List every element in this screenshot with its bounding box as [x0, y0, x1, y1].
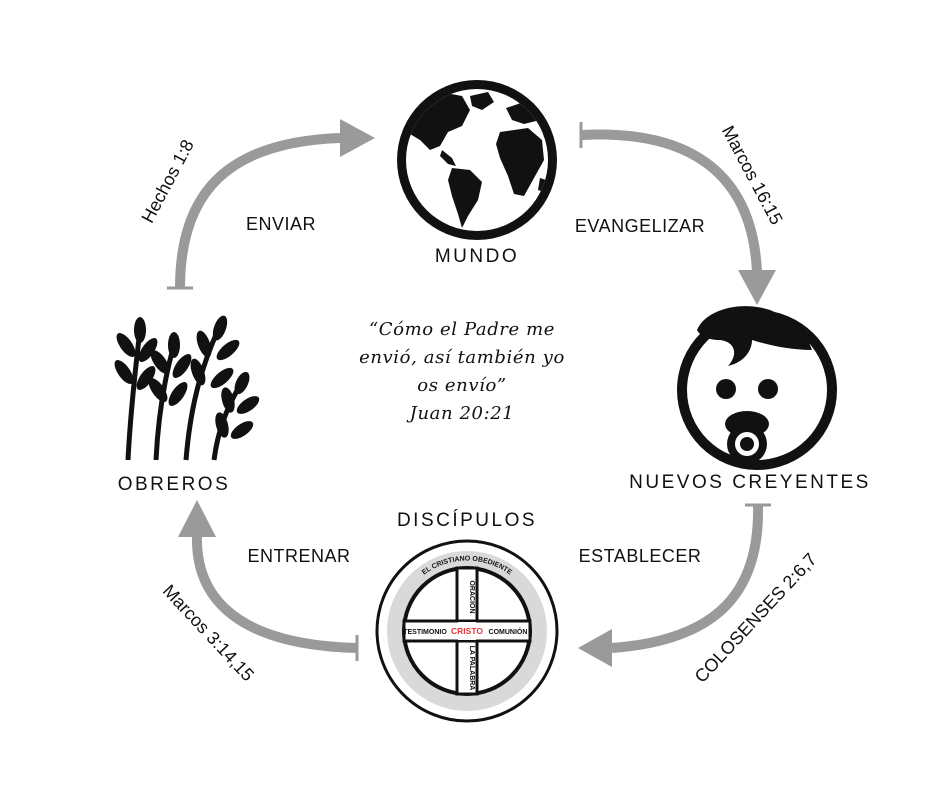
wheel-left-label: TESTIMONIO: [403, 629, 447, 636]
action-label-entrenar: ENTRENAR: [247, 546, 350, 566]
wheat-icon: [114, 315, 260, 461]
wheel-right-label: COMUNIÓN: [489, 627, 528, 636]
node-label-mundo: MUNDO: [435, 246, 519, 267]
arrow-obreros-to-mundo: [167, 119, 375, 290]
quote-line-1: “Cómo el Padre me: [369, 319, 555, 340]
wheel-top-label: ORACIÓN: [468, 580, 477, 613]
wheel-center-label: CRISTO: [451, 626, 483, 636]
quote-line-2: envió, así también yo: [359, 347, 565, 368]
center-quote: “Cómo el Padre me envió, así también yo …: [359, 319, 565, 424]
quote-citation: Juan 20:21: [406, 403, 515, 424]
reference-marcos-16-15: Marcos 16:15: [718, 122, 787, 228]
globe-icon: [397, 80, 557, 240]
arrow-mundo-to-creyentes: [579, 122, 776, 305]
arrow-discipulos-to-obreros: [178, 500, 359, 661]
action-label-establecer: ESTABLECER: [579, 546, 702, 566]
baby-icon: [677, 306, 837, 470]
arrow-creyentes-to-discipulos: [578, 503, 771, 667]
disciple-wheel-icon: EL CRISTIANO OBEDIENTE CRISTO TESTIMONIO…: [375, 539, 559, 723]
wheel-bottom-label: LA PALABRA: [468, 646, 475, 691]
action-label-enviar: ENVIAR: [246, 214, 316, 234]
node-label-obreros: OBREROS: [118, 474, 231, 495]
action-label-evangelizar: EVANGELIZAR: [575, 216, 705, 236]
quote-line-3: os envío”: [417, 375, 506, 396]
node-label-discipulos: DISCÍPULOS: [397, 510, 537, 531]
node-label-nuevos-creyentes: NUEVOS CREYENTES: [629, 472, 871, 493]
